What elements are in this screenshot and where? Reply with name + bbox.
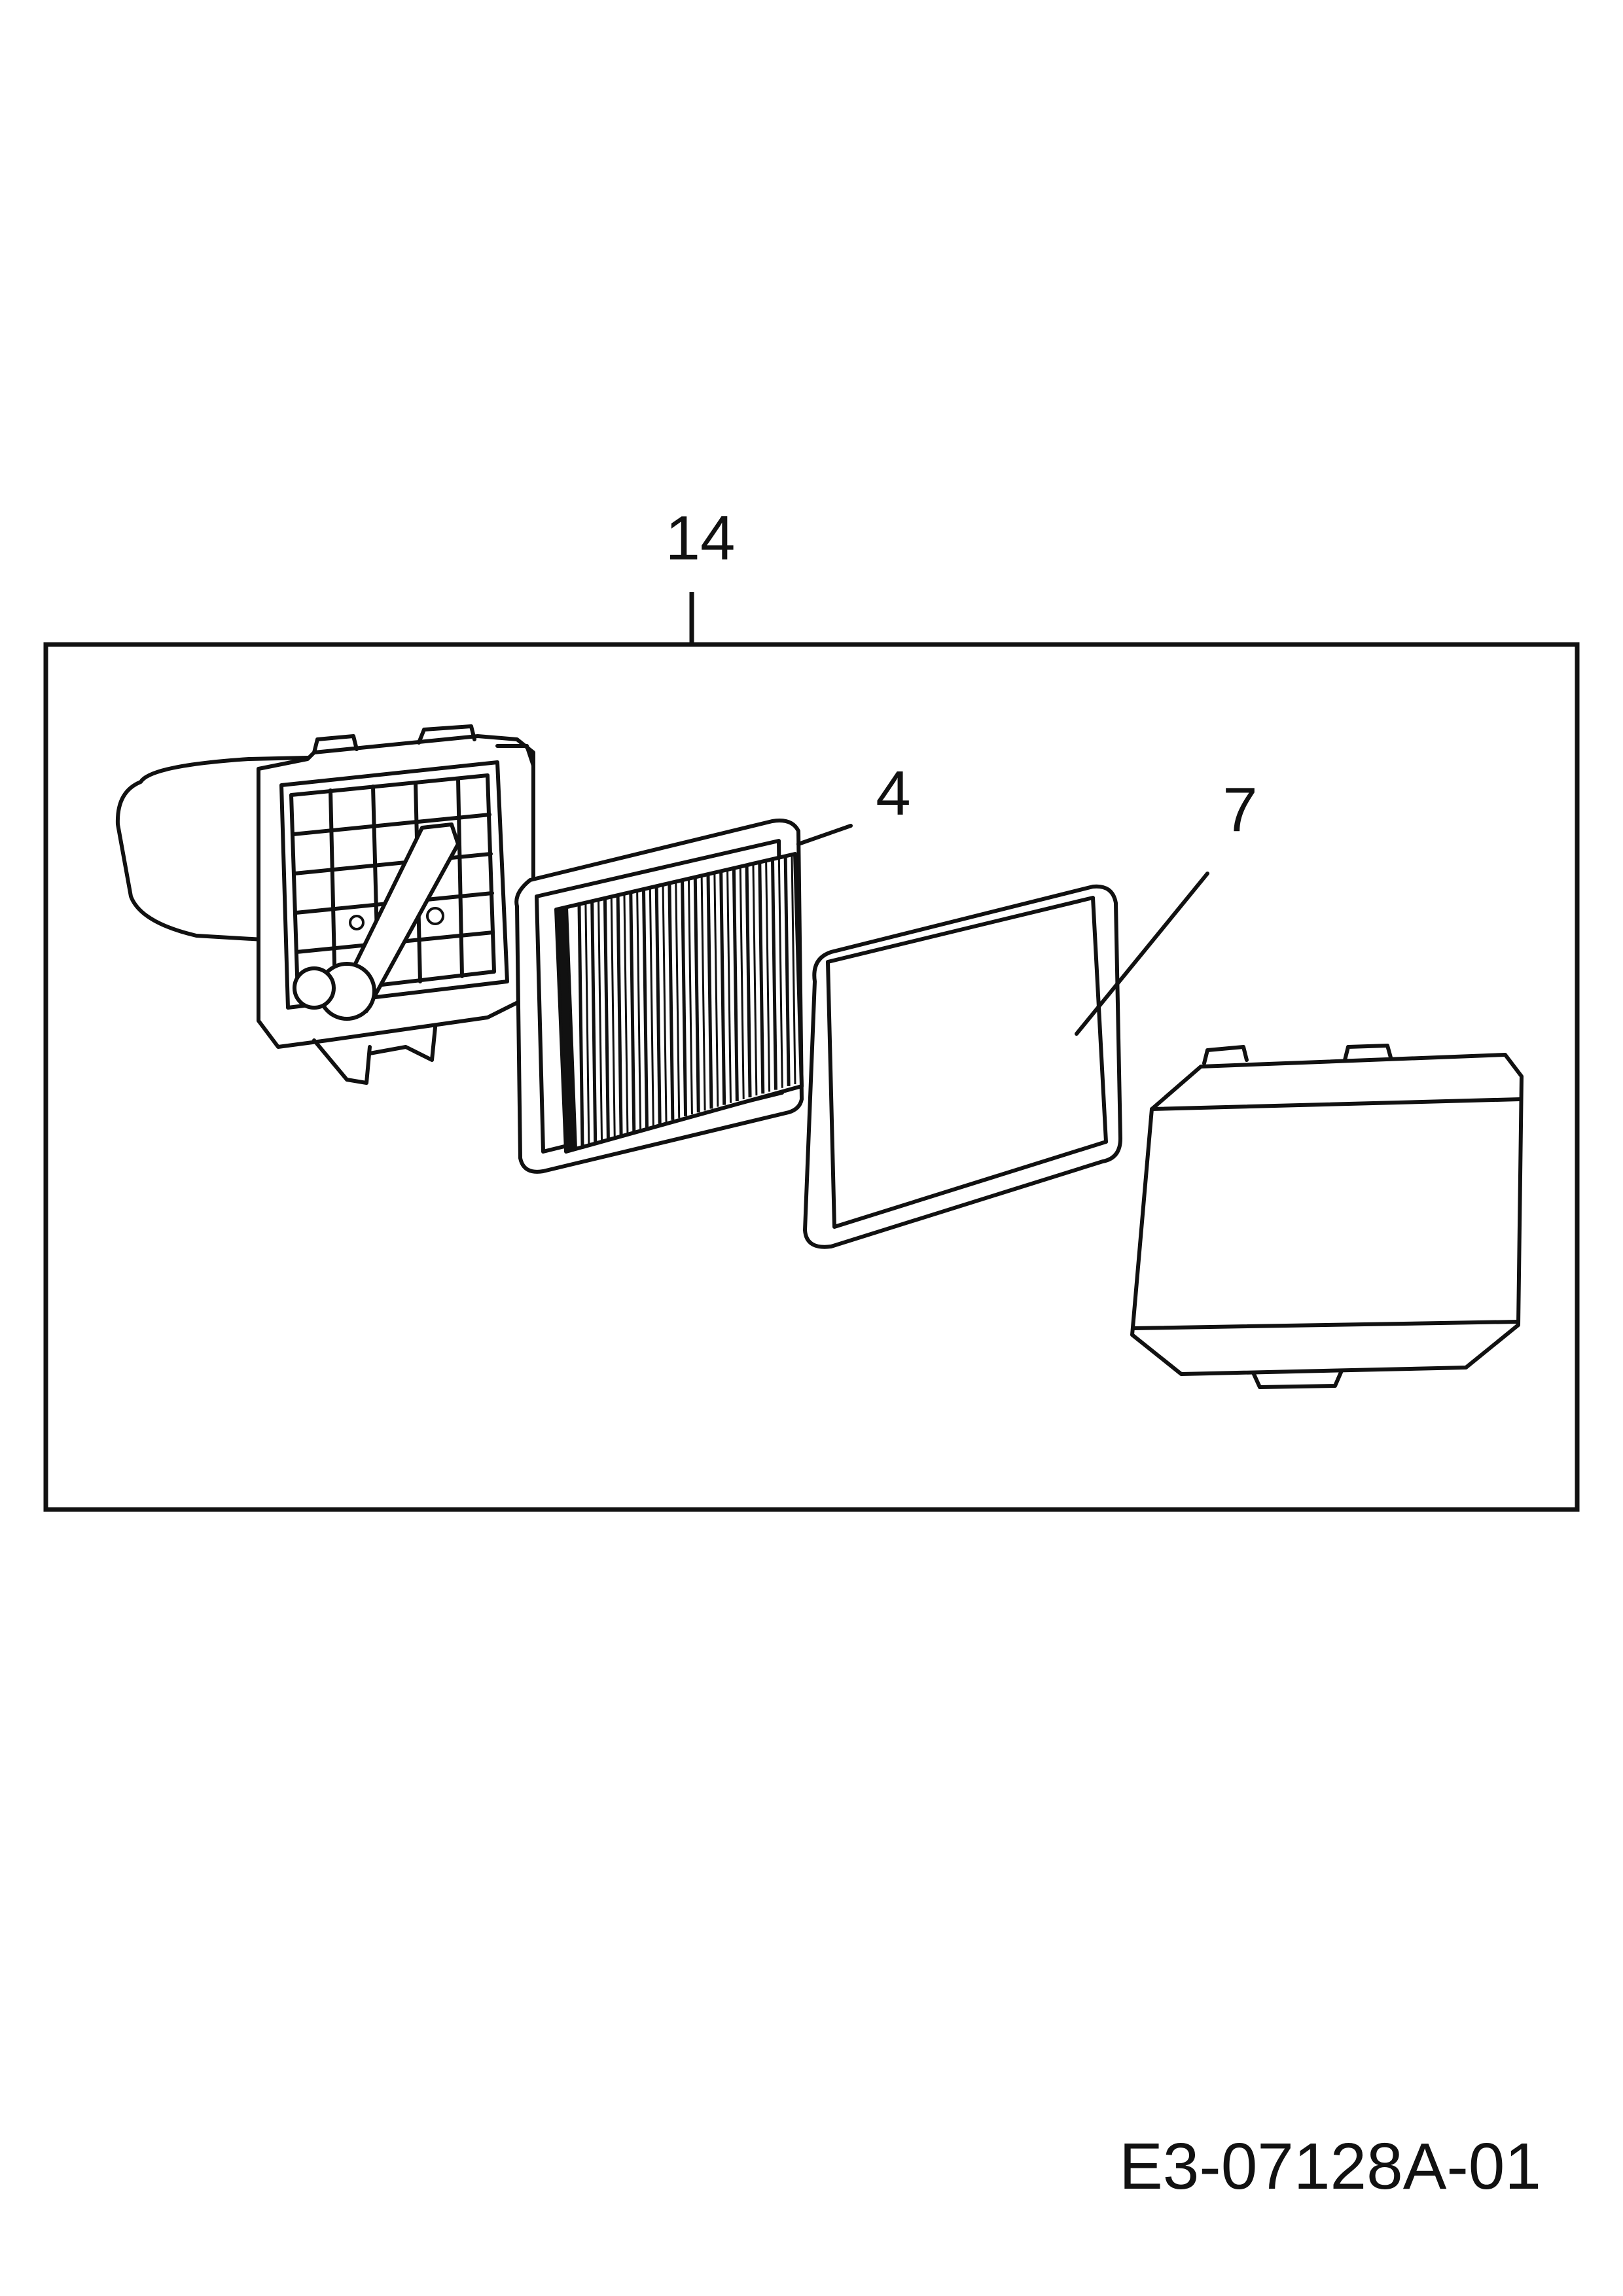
pleat-line xyxy=(636,891,642,1130)
pleat-line xyxy=(603,898,610,1139)
pleat-line xyxy=(629,892,636,1132)
pleat-line xyxy=(662,885,668,1122)
pleat-line xyxy=(584,903,590,1145)
pleat-line xyxy=(687,878,693,1115)
pleat-line xyxy=(726,869,732,1103)
pleat-line xyxy=(616,895,623,1135)
air-filter-base xyxy=(115,724,535,1085)
pleat-line xyxy=(783,855,791,1086)
pleat-line xyxy=(758,861,765,1094)
paper-filter-element xyxy=(514,819,853,1174)
pleat-line xyxy=(641,889,649,1128)
pleat-line xyxy=(577,904,584,1147)
pleat-line xyxy=(623,894,629,1133)
kit-boundary-frame xyxy=(43,642,1580,1512)
pleat-line xyxy=(719,870,726,1105)
pleat-line xyxy=(745,864,752,1098)
filter-pleats xyxy=(577,853,796,1147)
pleat-line xyxy=(739,866,745,1100)
pleat-line xyxy=(649,887,654,1126)
foam-pre-filter xyxy=(803,872,1209,1249)
pleat-line xyxy=(668,883,675,1120)
drawing-code: E3-07128A-01 xyxy=(1119,2130,1541,2203)
callout-14: 14 xyxy=(666,503,736,573)
pleat-line xyxy=(681,880,688,1116)
callout-4: 4 xyxy=(876,758,910,828)
pleat-line xyxy=(610,897,616,1137)
pleat-line xyxy=(713,872,719,1107)
pleat-line xyxy=(752,863,758,1096)
pleat-line xyxy=(770,858,777,1090)
pleat-line xyxy=(654,886,662,1124)
pleat-line xyxy=(732,868,739,1101)
callout-7: 7 xyxy=(1222,775,1257,845)
pleat-line xyxy=(791,853,796,1085)
pleat-line xyxy=(777,857,783,1088)
pleat-line xyxy=(700,875,706,1111)
pleat-line xyxy=(693,877,700,1113)
pleat-line xyxy=(706,874,713,1109)
pleat-line xyxy=(590,902,597,1143)
pleat-line xyxy=(675,881,681,1118)
pleat-line xyxy=(597,900,603,1141)
pleat-line xyxy=(765,860,771,1092)
air-filter-cover xyxy=(1130,1044,1524,1389)
